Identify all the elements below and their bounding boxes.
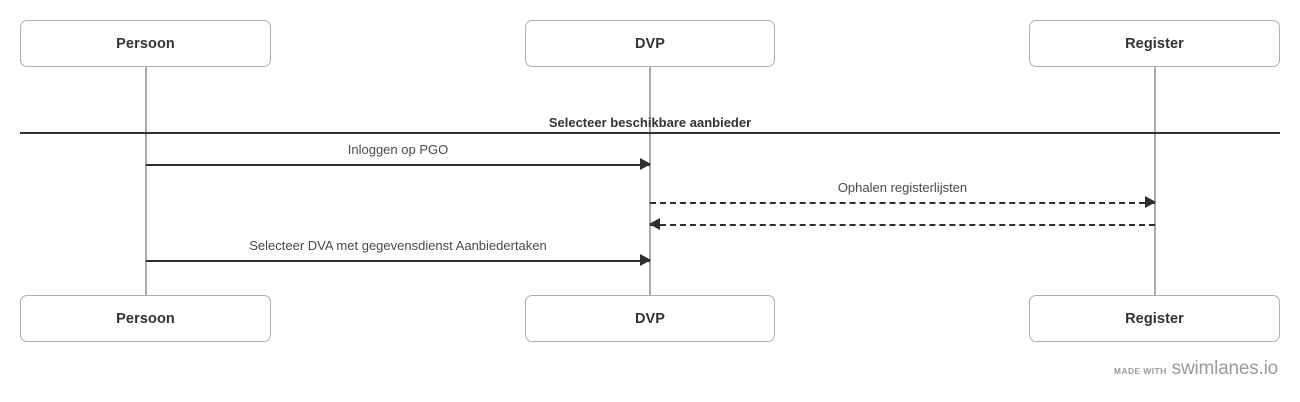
arrowhead-right-icon [640,253,651,266]
participant-label-register-bottom: Register [1125,310,1184,327]
message-label-ophalen-registerlijsten: Ophalen registerlijsten [837,180,968,195]
participant-box-persoon-bottom[interactable]: Persoon [20,295,271,342]
arrowhead-right-icon [640,157,651,170]
lifeline-register [1154,67,1156,295]
message-inloggen-op-pgo[interactable]: Inloggen op PGO [146,142,651,170]
message-selecteer-dva[interactable]: Selecteer DVA met gegevensdienst Aanbied… [146,238,651,266]
participant-label-persoon-bottom: Persoon [116,310,175,327]
lifeline-persoon [145,67,147,295]
participant-box-dvp-top[interactable]: DVP [525,20,775,67]
fragment-title: Selecteer beschikbare aanbieder [548,115,752,130]
message-ophalen-registerlijsten[interactable]: Ophalen registerlijsten [650,180,1156,208]
message-line-solid [146,260,650,262]
message-register-return[interactable] [649,206,1155,230]
participant-label-persoon-top: Persoon [116,35,175,52]
message-label-inloggen-op-pgo: Inloggen op PGO [347,142,449,157]
participant-label-register-top: Register [1125,35,1184,52]
participant-label-dvp-top: DVP [634,35,666,52]
message-line-solid [146,164,650,166]
participant-box-persoon-top[interactable]: Persoon [20,20,271,67]
participant-box-register-bottom[interactable]: Register [1029,295,1280,342]
lifeline-dvp [649,67,651,295]
participant-label-dvp-bottom: DVP [634,310,666,327]
message-label-selecteer-dva: Selecteer DVA met gegevensdienst Aanbied… [249,238,547,253]
watermark-made-with-label: MADE WITH [1113,366,1167,376]
watermark-brand-label: swimlanes.io [1171,358,1279,379]
fragment-divider [20,132,1280,134]
message-line-dashed [650,224,1155,226]
arrowhead-right-icon [1145,195,1156,208]
participant-box-register-top[interactable]: Register [1029,20,1280,67]
watermark: MADE WITH swimlanes.io [1114,358,1278,380]
message-line-dashed [650,202,1155,204]
arrowhead-left-icon [649,217,660,230]
participant-box-dvp-bottom[interactable]: DVP [525,295,775,342]
